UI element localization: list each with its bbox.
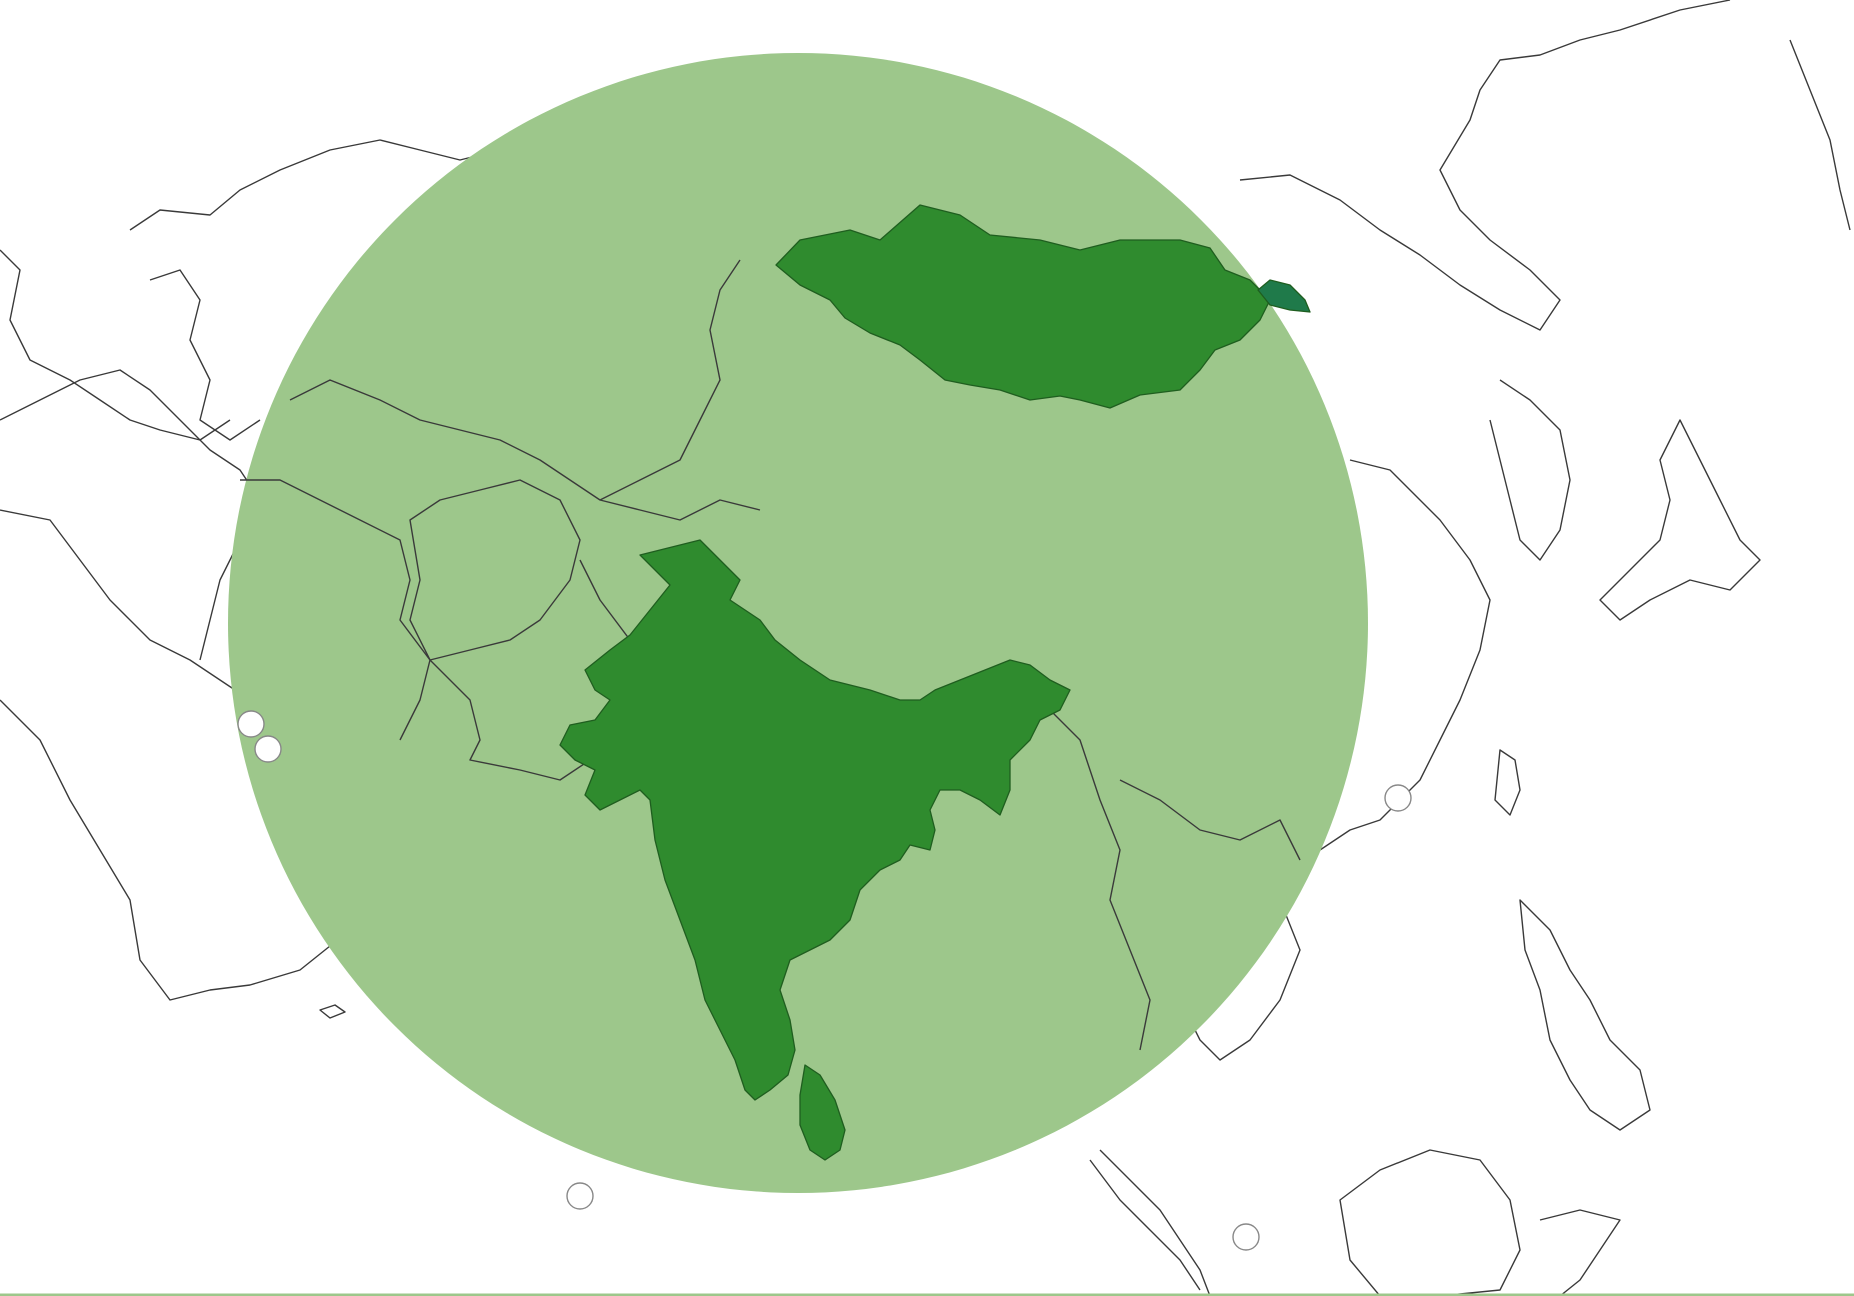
markers <box>237 710 1412 1251</box>
highlighted-countries <box>559 204 1311 1161</box>
outline-central-asia <box>289 379 761 521</box>
outline-taiwan <box>1494 749 1521 816</box>
outline-malay <box>1099 1149 1211 1296</box>
outline-caspian <box>149 269 261 441</box>
outline-maldives <box>319 1004 346 1019</box>
marker-3[interactable] <box>566 1182 594 1210</box>
outline-pakistan <box>429 559 641 781</box>
outline-sakhalin <box>1789 39 1851 231</box>
outline-sumatra <box>1089 1159 1201 1291</box>
outline-china-coast <box>1319 459 1491 851</box>
outline-china-west <box>599 259 741 501</box>
country-mongolia-east-tip <box>1257 279 1311 313</box>
outline-borneo <box>1339 1149 1521 1296</box>
highlight-zone-circle <box>228 53 1368 1193</box>
outline-sulawesi <box>1539 1209 1621 1296</box>
outline-russia-east <box>1239 0 1731 331</box>
marker-5[interactable] <box>1232 1223 1260 1251</box>
marker-2[interactable] <box>254 735 282 763</box>
outline-iran-east <box>240 479 431 741</box>
country-sri-lanka <box>799 1064 846 1161</box>
outline-japan <box>1599 419 1761 621</box>
outline-iran-iraq <box>0 369 261 661</box>
outline-afghanistan <box>409 479 581 661</box>
marker-4[interactable] <box>1384 784 1412 812</box>
outline-korea <box>1489 379 1571 561</box>
outline-philippines <box>1519 899 1651 1131</box>
marker-1[interactable] <box>237 710 265 738</box>
country-india <box>559 539 1071 1101</box>
country-mongolia <box>775 204 1271 409</box>
outline-turkey-caucasus <box>0 249 231 441</box>
outline-laos-vietnam <box>1119 779 1301 861</box>
